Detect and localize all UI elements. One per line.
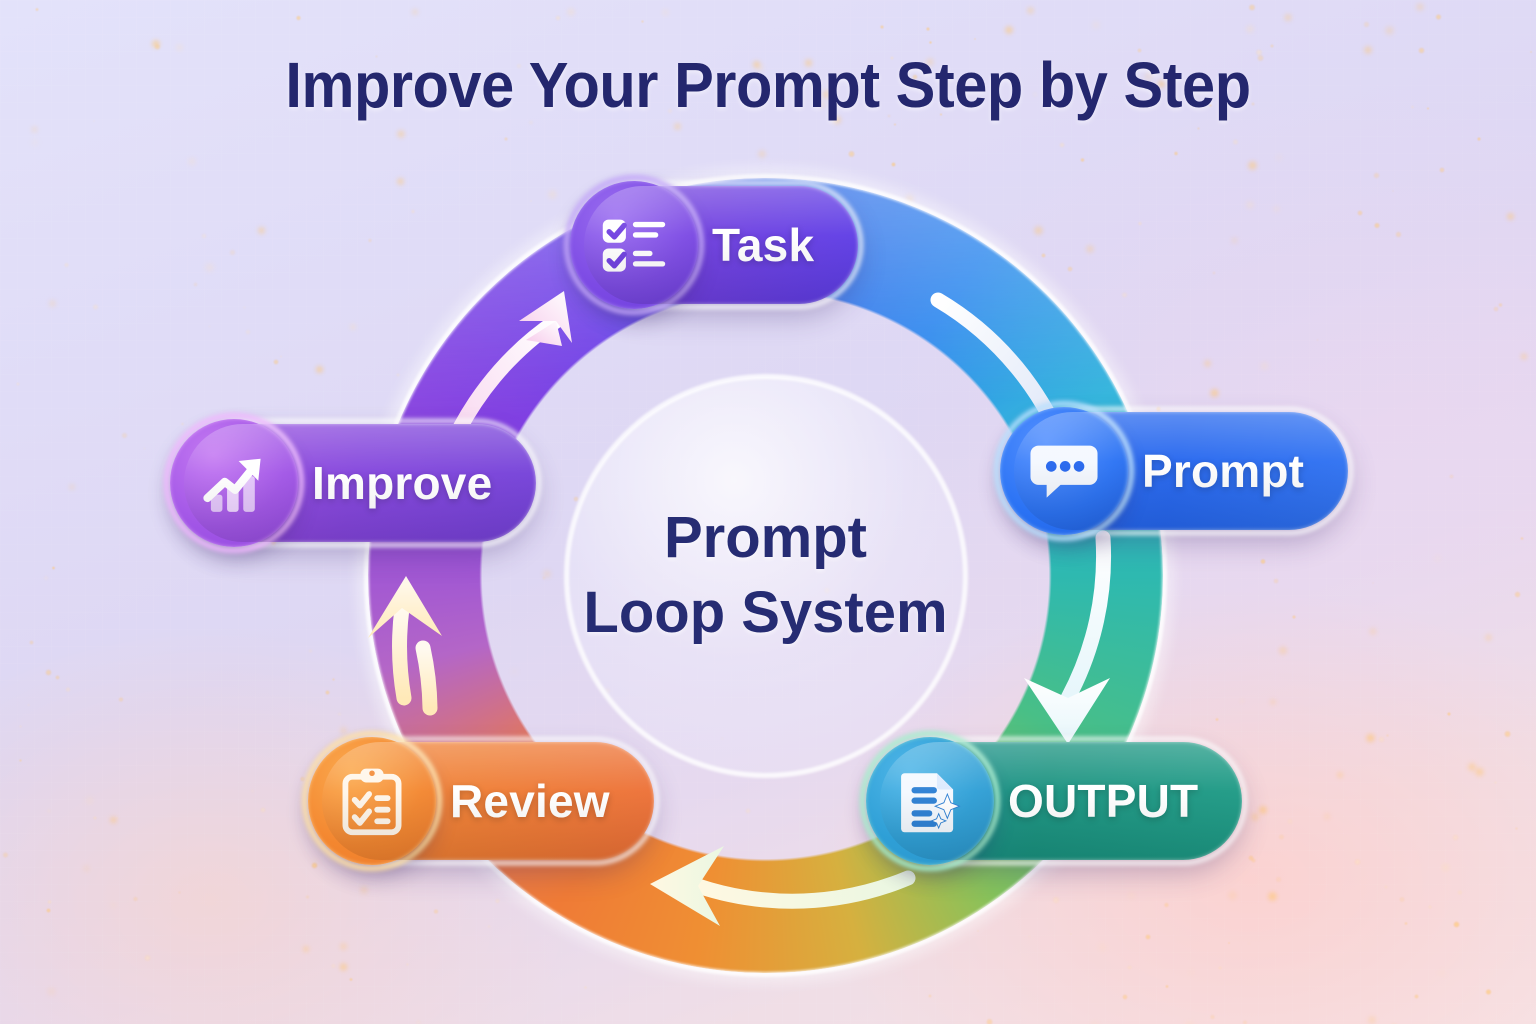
cycle-node-improve[interactable]: Improve bbox=[164, 413, 542, 553]
output-label: OUTPUT bbox=[1008, 775, 1199, 827]
cycle-node-output[interactable]: OUTPUT bbox=[860, 731, 1248, 871]
prompt-label: Prompt bbox=[1142, 445, 1305, 497]
badge-halo bbox=[860, 731, 1000, 871]
task-badge bbox=[564, 175, 704, 315]
improve-badge bbox=[164, 413, 304, 553]
badge-halo bbox=[164, 413, 304, 553]
chat-bubble-icon bbox=[1030, 445, 1098, 498]
review-label: Review bbox=[450, 775, 610, 827]
cycle-node-review[interactable]: Review bbox=[302, 731, 659, 871]
badge-halo bbox=[994, 401, 1134, 541]
output-badge bbox=[860, 731, 1000, 871]
badge-halo bbox=[564, 175, 704, 315]
task-label: Task bbox=[712, 219, 815, 271]
cycle-node-prompt[interactable]: Prompt bbox=[994, 401, 1354, 541]
prompt-badge bbox=[994, 401, 1134, 541]
review-badge bbox=[302, 731, 442, 871]
document-sparkle-icon bbox=[901, 773, 961, 833]
growth-chart-icon bbox=[203, 458, 261, 512]
ring-outer-outline bbox=[364, 174, 1167, 977]
cycle-node-task[interactable]: Task bbox=[564, 175, 864, 315]
badge-halo bbox=[302, 731, 442, 871]
checklist-icon bbox=[602, 219, 666, 272]
improve-label: Improve bbox=[312, 457, 493, 509]
page-title: Improve Your Prompt Step by Step bbox=[285, 49, 1251, 121]
ring-inner-outline bbox=[563, 373, 968, 778]
clipboard-check-icon bbox=[342, 768, 402, 836]
